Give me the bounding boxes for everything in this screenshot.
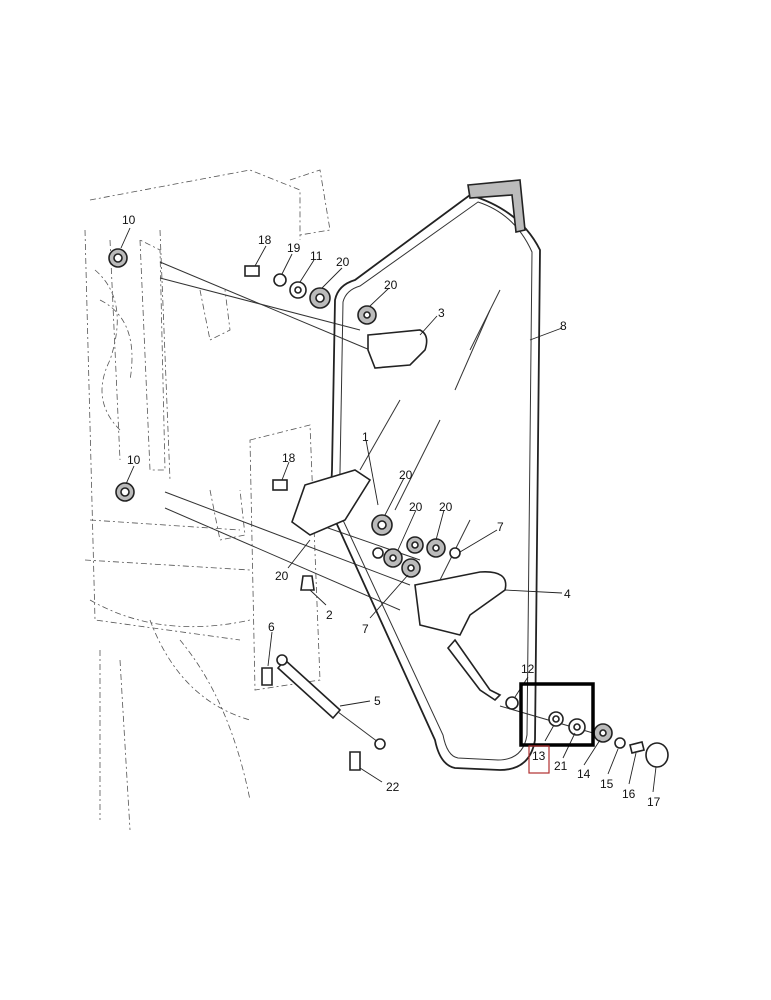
callout-12: 12 [521, 662, 535, 676]
callout-20-a: 20 [336, 255, 350, 269]
callout-17: 17 [647, 795, 661, 809]
cab-frame-outline [84, 169, 331, 831]
hardware-washers [108, 248, 669, 771]
door-seal-strip [467, 179, 526, 233]
callout-8: 8 [560, 319, 567, 333]
gas-strut [276, 654, 386, 750]
callout-15: 15 [600, 777, 614, 791]
callout-20-b: 20 [384, 278, 398, 292]
latch-arm [446, 638, 502, 702]
door-handle [414, 571, 507, 636]
callout-20-f: 20 [275, 569, 289, 583]
highlight-label-box [528, 745, 550, 774]
callout-18-bottom: 18 [282, 451, 296, 465]
callout-3: 3 [438, 306, 445, 320]
callout-13: 13 [532, 749, 546, 763]
callout-20-c: 20 [399, 468, 413, 482]
callout-21: 21 [554, 759, 568, 773]
callout-7-left: 7 [362, 622, 369, 636]
upper-hinge [367, 329, 428, 369]
callout-labels: 10 18 19 11 20 20 3 8 1 10 18 20 20 20 7… [122, 213, 661, 809]
callout-20-d: 20 [409, 500, 423, 514]
callout-16: 16 [622, 787, 636, 801]
callout-10-top: 10 [122, 213, 136, 227]
callout-7-right: 7 [497, 520, 504, 534]
callout-10-bottom: 10 [127, 453, 141, 467]
leader-lines [120, 227, 657, 793]
callout-19: 19 [287, 241, 301, 255]
highlight-frame [519, 682, 595, 747]
lower-hinge-bracket [291, 469, 372, 536]
callout-20-e: 20 [439, 500, 453, 514]
callout-6: 6 [268, 620, 275, 634]
callout-22: 22 [386, 780, 400, 794]
callout-11: 11 [310, 249, 323, 263]
callout-4: 4 [564, 587, 571, 601]
callout-5: 5 [374, 694, 381, 708]
callout-14: 14 [577, 767, 591, 781]
callout-18-top: 18 [258, 233, 272, 247]
callout-1: 1 [362, 430, 369, 444]
callout-2: 2 [326, 608, 333, 622]
glass-door-panel [330, 194, 541, 771]
